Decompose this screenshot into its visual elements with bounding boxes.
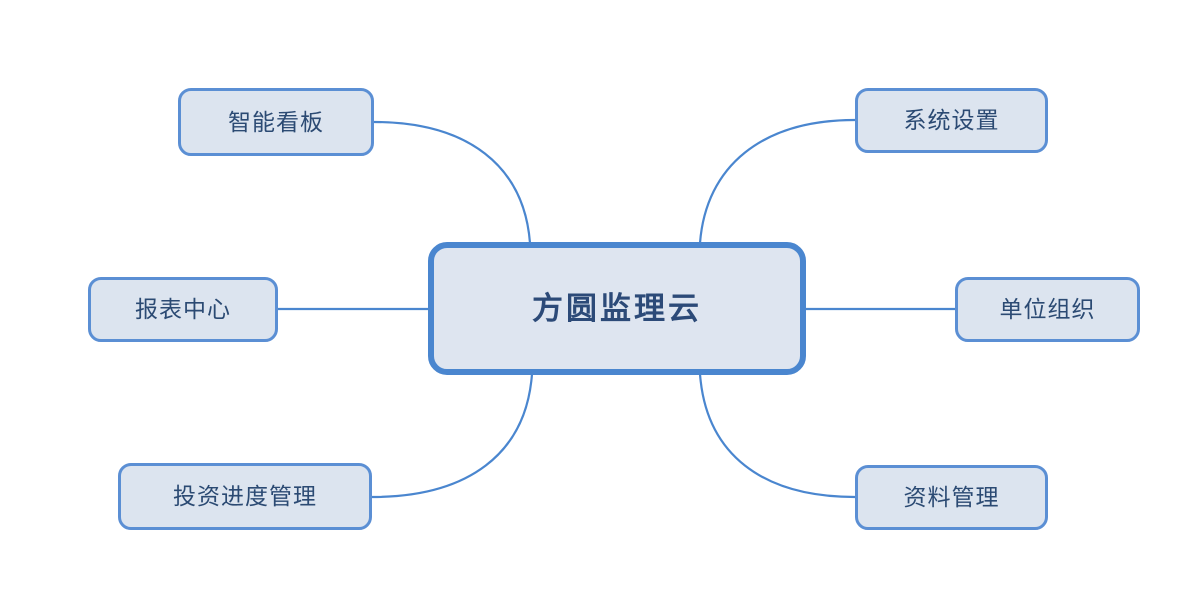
- branch-node-label-unit-organization: 单位组织: [999, 296, 1096, 322]
- branch-node-investment-progress-management[interactable]: 投资进度管理: [118, 463, 372, 530]
- branch-node-label-report-center: 报表中心: [135, 296, 231, 322]
- branch-node-system-settings[interactable]: 系统设置: [855, 88, 1048, 153]
- central-node-label: 方圆监理云: [532, 291, 702, 326]
- branch-node-report-center[interactable]: 报表中心: [88, 277, 278, 342]
- connector-document-management: [698, 372, 857, 499]
- branch-node-document-management[interactable]: 资料管理: [855, 465, 1048, 530]
- connector-investment-progress-management: [370, 372, 534, 499]
- branch-node-label-investment-progress-management: 投资进度管理: [173, 483, 317, 509]
- branch-node-label-smart-dashboard: 智能看板: [228, 108, 324, 135]
- central-node[interactable]: 方圆监理云: [428, 242, 806, 375]
- branch-node-smart-dashboard[interactable]: 智能看板: [178, 88, 374, 156]
- branch-node-unit-organization[interactable]: 单位组织: [955, 277, 1140, 342]
- branch-node-label-system-settings: 系统设置: [903, 107, 1000, 133]
- connector-smart-dashboard: [372, 120, 532, 245]
- connector-system-settings: [698, 118, 857, 245]
- branch-node-label-document-management: 资料管理: [903, 484, 1000, 510]
